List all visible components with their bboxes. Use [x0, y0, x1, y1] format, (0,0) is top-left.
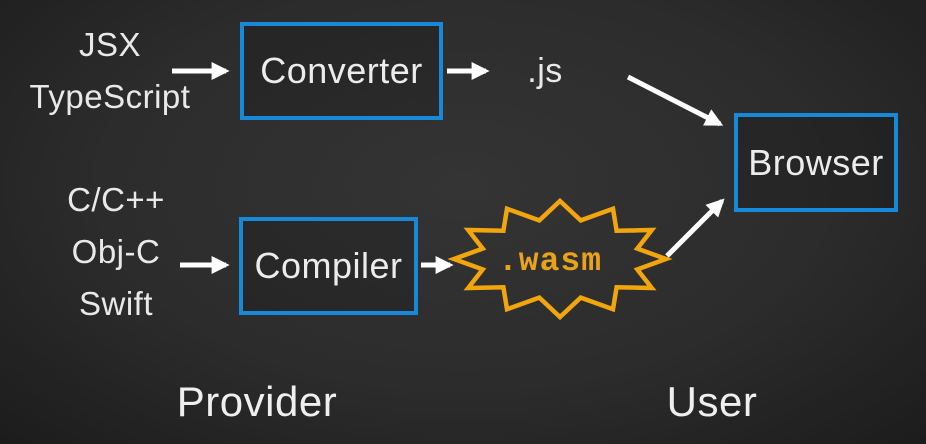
- c-cpp-label: C/C++: [67, 181, 165, 218]
- converter-label: Converter: [260, 50, 423, 91]
- compiler-box: Compiler: [239, 217, 418, 315]
- jsx-label: JSX: [78, 26, 142, 63]
- wasm-output-label: .wasm: [497, 243, 603, 280]
- compiler-label: Compiler: [254, 245, 403, 286]
- arrow-js-to-browser: [626, 74, 724, 127]
- objc-label: Obj-C: [71, 233, 161, 270]
- typescript-label: TypeScript: [29, 78, 191, 115]
- bottom-source-languages: C/C++ Obj-C Swift: [16, 174, 216, 330]
- browser-box: Browser: [734, 113, 898, 212]
- user-group-label: User: [666, 378, 758, 425]
- browser-label: Browser: [748, 141, 884, 183]
- js-output-label: .js: [527, 52, 563, 90]
- arrow-wasm-to-browser: [665, 198, 725, 258]
- swift-label: Swift: [78, 285, 153, 322]
- top-source-languages: JSX TypeScript: [10, 19, 210, 123]
- provider-group-label: Provider: [176, 378, 338, 425]
- converter-box: Converter: [240, 22, 443, 120]
